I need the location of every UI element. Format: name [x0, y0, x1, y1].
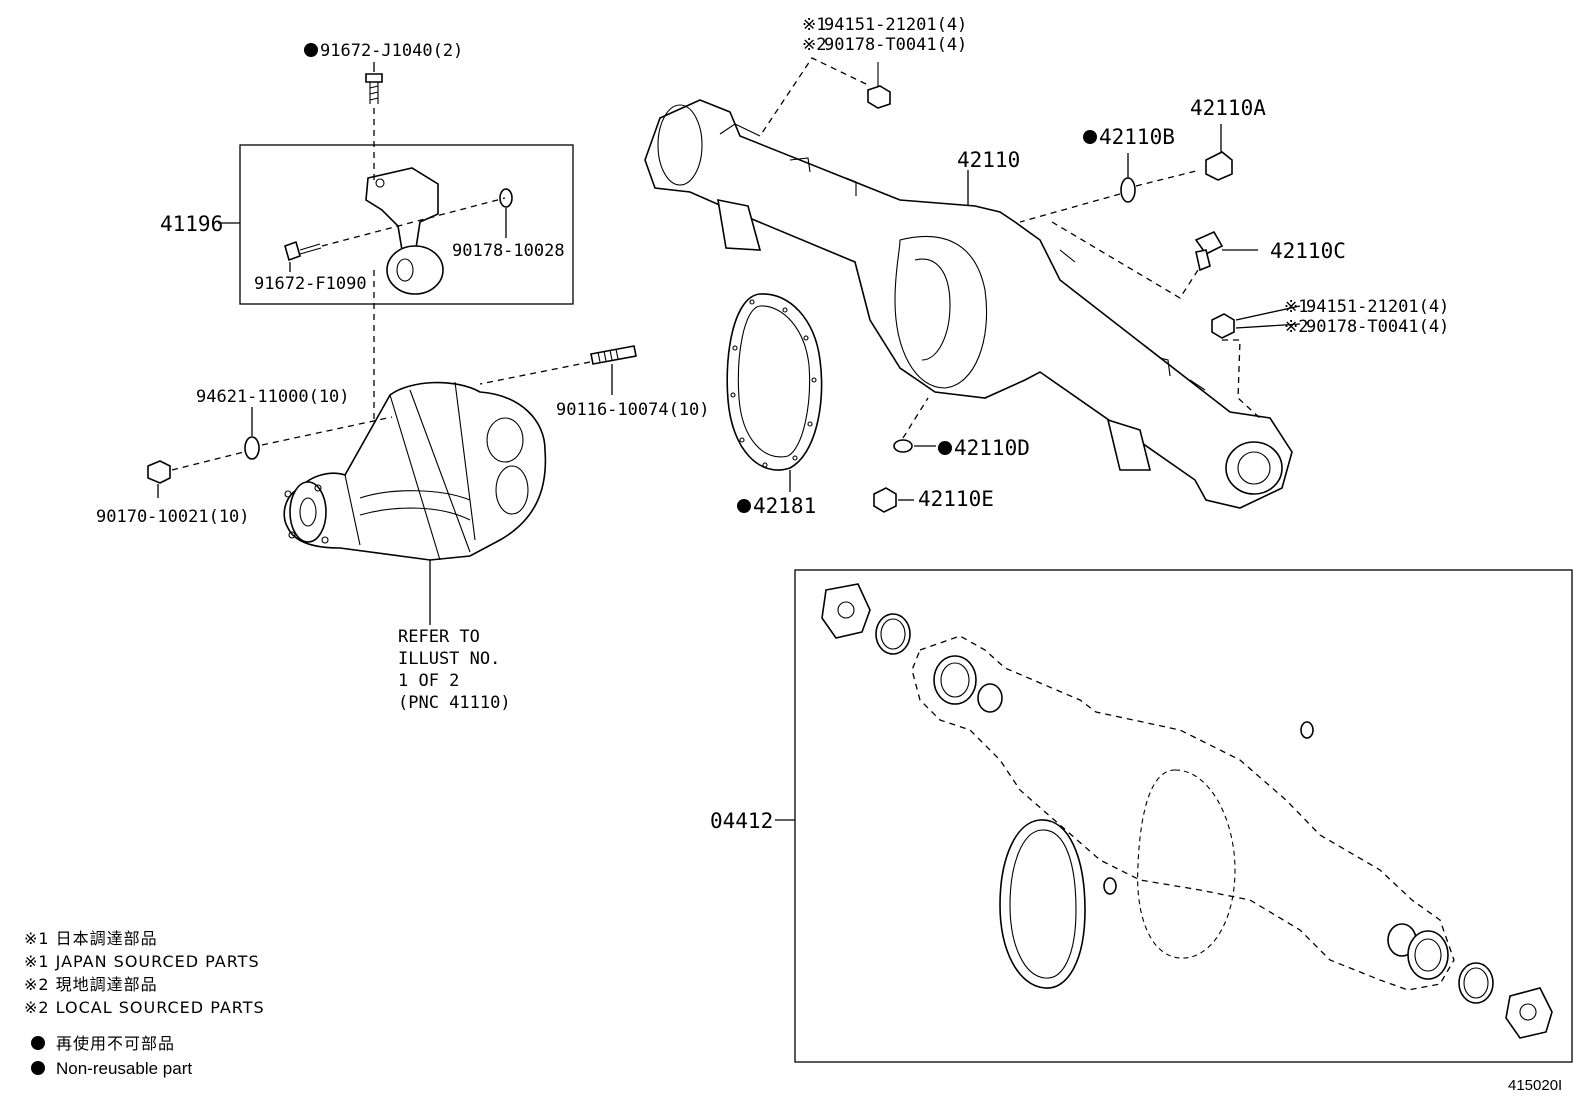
nonreusable-mark [304, 43, 318, 57]
label-91672-J1040: 91672-J1040(2) [320, 41, 463, 61]
bracket-box [239, 144, 574, 305]
gasket-42181 [726, 293, 823, 492]
label-41196: 41196 [160, 212, 223, 236]
differential-carrier [283, 381, 547, 625]
gasket-kit-04412 [775, 569, 1573, 1063]
refer-line-3: 1 OF 2 [398, 671, 459, 691]
nut-94151-21201-right [1211, 305, 1301, 421]
label-04412: 04412 [710, 809, 773, 833]
breather-42110C [1051, 221, 1258, 299]
cushion-part [386, 245, 444, 295]
label-94621-11000: 94621-11000(10) [196, 387, 350, 407]
bracket-assembly-41196 [218, 144, 574, 305]
label-42110D: 42110D [954, 436, 1030, 460]
right-note1-mark: ※1 [1284, 297, 1308, 317]
nut-90170-10021 [147, 451, 245, 498]
label-42110: 42110 [957, 148, 1020, 172]
refer-line-4: (PNC 41110) [398, 693, 511, 713]
legend-nonreusable-dot [31, 1036, 45, 1050]
label-90170-10021: 90170-10021(10) [96, 507, 250, 527]
gasket-42110D [893, 397, 936, 453]
legend-line-4: ※2 LOCAL SOURCED PARTS [24, 998, 265, 1017]
label-90116-10074: 90116-10074(10) [556, 400, 710, 420]
label-42110A: 42110A [1190, 96, 1266, 120]
bolt-91672-J1040 [365, 62, 383, 490]
right-note1-part: 94151-21201(4) [1306, 297, 1449, 317]
top-note2-mark: ※2 [802, 35, 826, 55]
washer-42110B [1019, 153, 1201, 223]
washer-90178-10028 [499, 188, 513, 208]
plug-42110E [873, 487, 914, 513]
legend-line-5: 再使用不可部品 [56, 1034, 175, 1053]
label-42181: 42181 [753, 494, 816, 518]
legend-line-6: Non-reusable part [56, 1059, 192, 1078]
label-42110E: 42110E [918, 487, 994, 511]
top-note1-mark: ※1 [802, 15, 826, 35]
legend-line-2: ※1 JAPAN SOURCED PARTS [24, 952, 260, 971]
nonreusable-mark [737, 499, 751, 513]
top-note2-part: 90178-T0041(4) [824, 35, 967, 55]
label-90178-10028: 90178-10028 [452, 241, 565, 261]
nonreusable-mark [1083, 130, 1097, 144]
bolt-91672-F1090 [284, 240, 301, 262]
stud-90116-10074 [479, 345, 637, 395]
label-91672-F1090: 91672-F1090 [254, 274, 367, 294]
right-note2-mark: ※2 [1284, 317, 1308, 337]
nut-94151-21201-top [759, 57, 891, 137]
refer-line-1: REFER TO [398, 627, 480, 647]
illustration-number: 415020I [1508, 1077, 1562, 1094]
legend-line-1: ※1 日本調達部品 [24, 929, 158, 948]
nonreusable-mark [938, 441, 952, 455]
legend-nonreusable-dot [31, 1061, 45, 1075]
label-42110B: 42110B [1099, 125, 1175, 149]
refer-line-2: ILLUST NO. [398, 649, 500, 669]
washer-94621-11000 [244, 407, 393, 460]
plug-42110A [1205, 124, 1233, 181]
top-note1-part: 94151-21201(4) [824, 15, 967, 35]
kit-box [794, 569, 1573, 1063]
axle-housing-42110 [644, 99, 1293, 509]
label-42110C: 42110C [1270, 239, 1346, 263]
right-note2-part: 90178-T0041(4) [1306, 317, 1449, 337]
legend-line-3: ※2 現地調達部品 [24, 975, 158, 994]
